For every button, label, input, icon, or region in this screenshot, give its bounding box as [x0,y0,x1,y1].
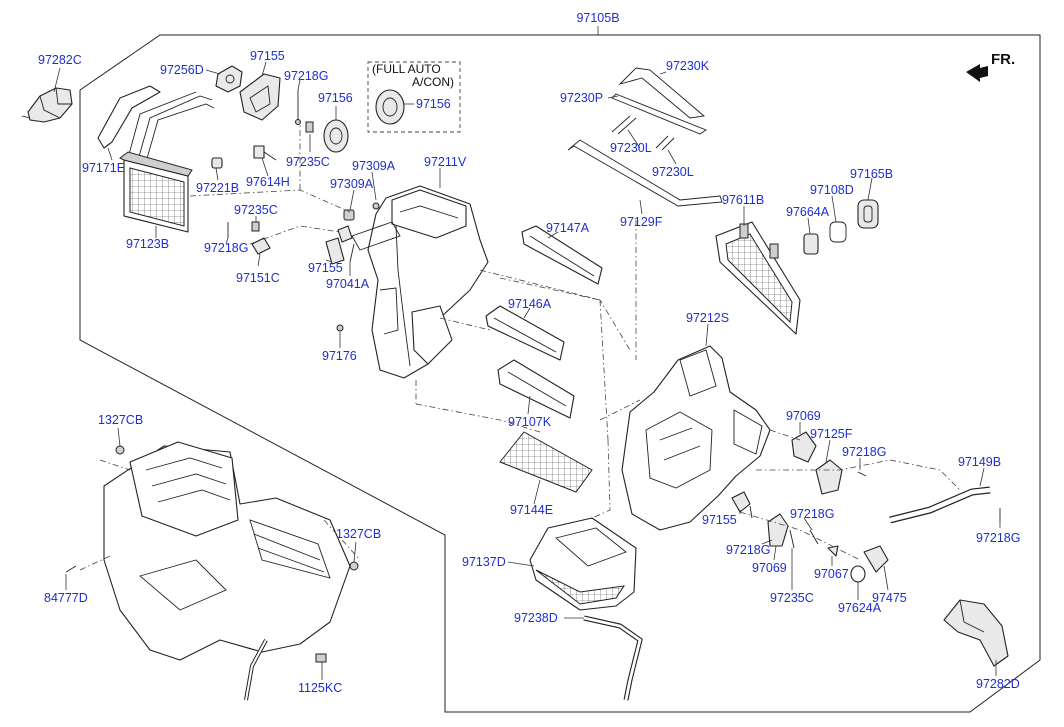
frame-label: 97105B [576,11,619,25]
option-actuator [375,89,405,125]
part-97147a-filter [521,225,603,285]
part-97309a-small [325,202,380,332]
label-97218g-mid: 97218G [204,241,248,255]
label-97230p: 97230P [560,91,603,105]
label-97218g-top: 97218G [284,69,328,83]
label-97155-top: 97155 [250,49,285,63]
part-97156-actuator [323,119,349,153]
label-97176: 97176 [322,349,357,363]
label-97218g-right: 97218G [842,445,886,459]
assembly-lines [79,120,961,571]
part-97212s-main-case [621,345,771,531]
part-97149b-hose [889,486,1001,524]
label-97123b: 97123B [126,237,169,251]
label-97256d: 97256D [160,63,204,77]
label-97230k: 97230K [666,59,710,73]
label-97611b: 97611B [722,193,764,207]
part-97144e-filter [499,431,593,493]
label-97108d: 97108D [810,183,854,197]
label-97221b: 97221B [196,181,239,195]
part-97282c-bracket [21,87,73,123]
part-97151c-cluster [227,221,271,255]
label-97230l-a: 97230L [610,141,652,155]
label-97282c: 97282C [38,53,82,67]
label-97165b: 97165B [850,167,893,181]
label-97125f: 97125F [810,427,853,441]
label-1327cb-top: 1327CB [98,413,143,427]
label-97235c-top: 97235C [286,155,330,169]
part-seal-strips [567,67,723,207]
label-97218g-lower: 97218G [790,507,834,521]
front-label: FR. [991,51,1015,68]
label-97149b: 97149B [958,455,1001,469]
label-97107k: 97107K [508,415,552,429]
label-97155-mid: 97155 [308,261,343,275]
part-97125f-actuator [815,459,867,495]
label-97218g-lower-left: 97218G [726,543,770,557]
front-indicator: FR. [966,51,1015,82]
part-97235c-clip-top [305,121,314,133]
label-97230l-b: 97230L [652,165,694,179]
part-97282d-bracket [943,599,1009,667]
label-97235c-mid: 97235C [234,203,278,217]
part-97155-actuator-top [239,73,281,121]
label-97614h: 97614H [246,175,290,189]
front-arrow-icon [966,64,988,82]
label-97282d: 97282D [976,677,1020,691]
label-97069-lower: 97069 [752,561,787,575]
part-97614h-sensor [253,145,277,161]
label-97151c: 97151C [236,271,280,285]
part-seal-rings [803,199,879,255]
part-labels: 97282C 97256D 97155 97218G 97156 97171E … [38,49,1020,695]
label-97238d: 97238D [514,611,558,625]
part-97211v-case [351,185,489,379]
part-97123b-heater-core [119,151,193,233]
label-84777d: 84777D [44,591,88,605]
label-97137d: 97137D [462,555,506,569]
part-97221b-clip [211,157,223,169]
assembly-frame: 97105B [79,11,1041,713]
leader-lines [53,61,1001,680]
part-97107k-filter [497,359,575,419]
label-97129f: 97129F [620,215,663,229]
option-box-line1: (FULL AUTO [372,62,441,76]
label-97067: 97067 [814,567,849,581]
label-97144e: 97144E [510,503,553,517]
label-97218g-far-right: 97218G [976,531,1020,545]
part-97611b-evaporator [715,221,801,335]
label-97664a: 97664A [786,205,830,219]
label-97146a: 97146A [508,297,552,311]
label-97212s: 97212S [686,311,729,325]
label-97211v: 97211V [424,155,467,169]
label-1125kc: 1125KC [298,681,342,695]
label-97309a-mid: 97309A [330,177,374,191]
option-part-label: 97156 [416,97,451,111]
option-box: (FULL AUTO A/CON) 97156 [367,61,461,133]
label-97309a-top: 97309A [352,159,396,173]
label-97041a: 97041A [326,277,370,291]
label-97069-right: 97069 [786,409,821,423]
label-97624a: 97624A [838,601,882,615]
option-box-line2: A/CON) [412,75,454,89]
part-97238d-hose [583,615,643,701]
part-hvac-assembly [65,441,359,701]
label-97155-lower: 97155 [702,513,737,527]
part-97218g-screw-top [295,90,301,125]
label-1327cb-right: 1327CB [336,527,381,541]
label-97147a: 97147A [546,221,590,235]
label-97156: 97156 [318,91,353,105]
part-97256d-clip [215,65,243,93]
label-97475: 97475 [872,591,907,605]
part-97146a-filter [485,305,565,361]
label-97171e: 97171E [82,161,125,175]
part-97171e-pipe [97,85,215,163]
part-lower-actuators [731,491,889,583]
part-97137d-case [529,517,637,611]
label-97235c-lower: 97235C [770,591,814,605]
